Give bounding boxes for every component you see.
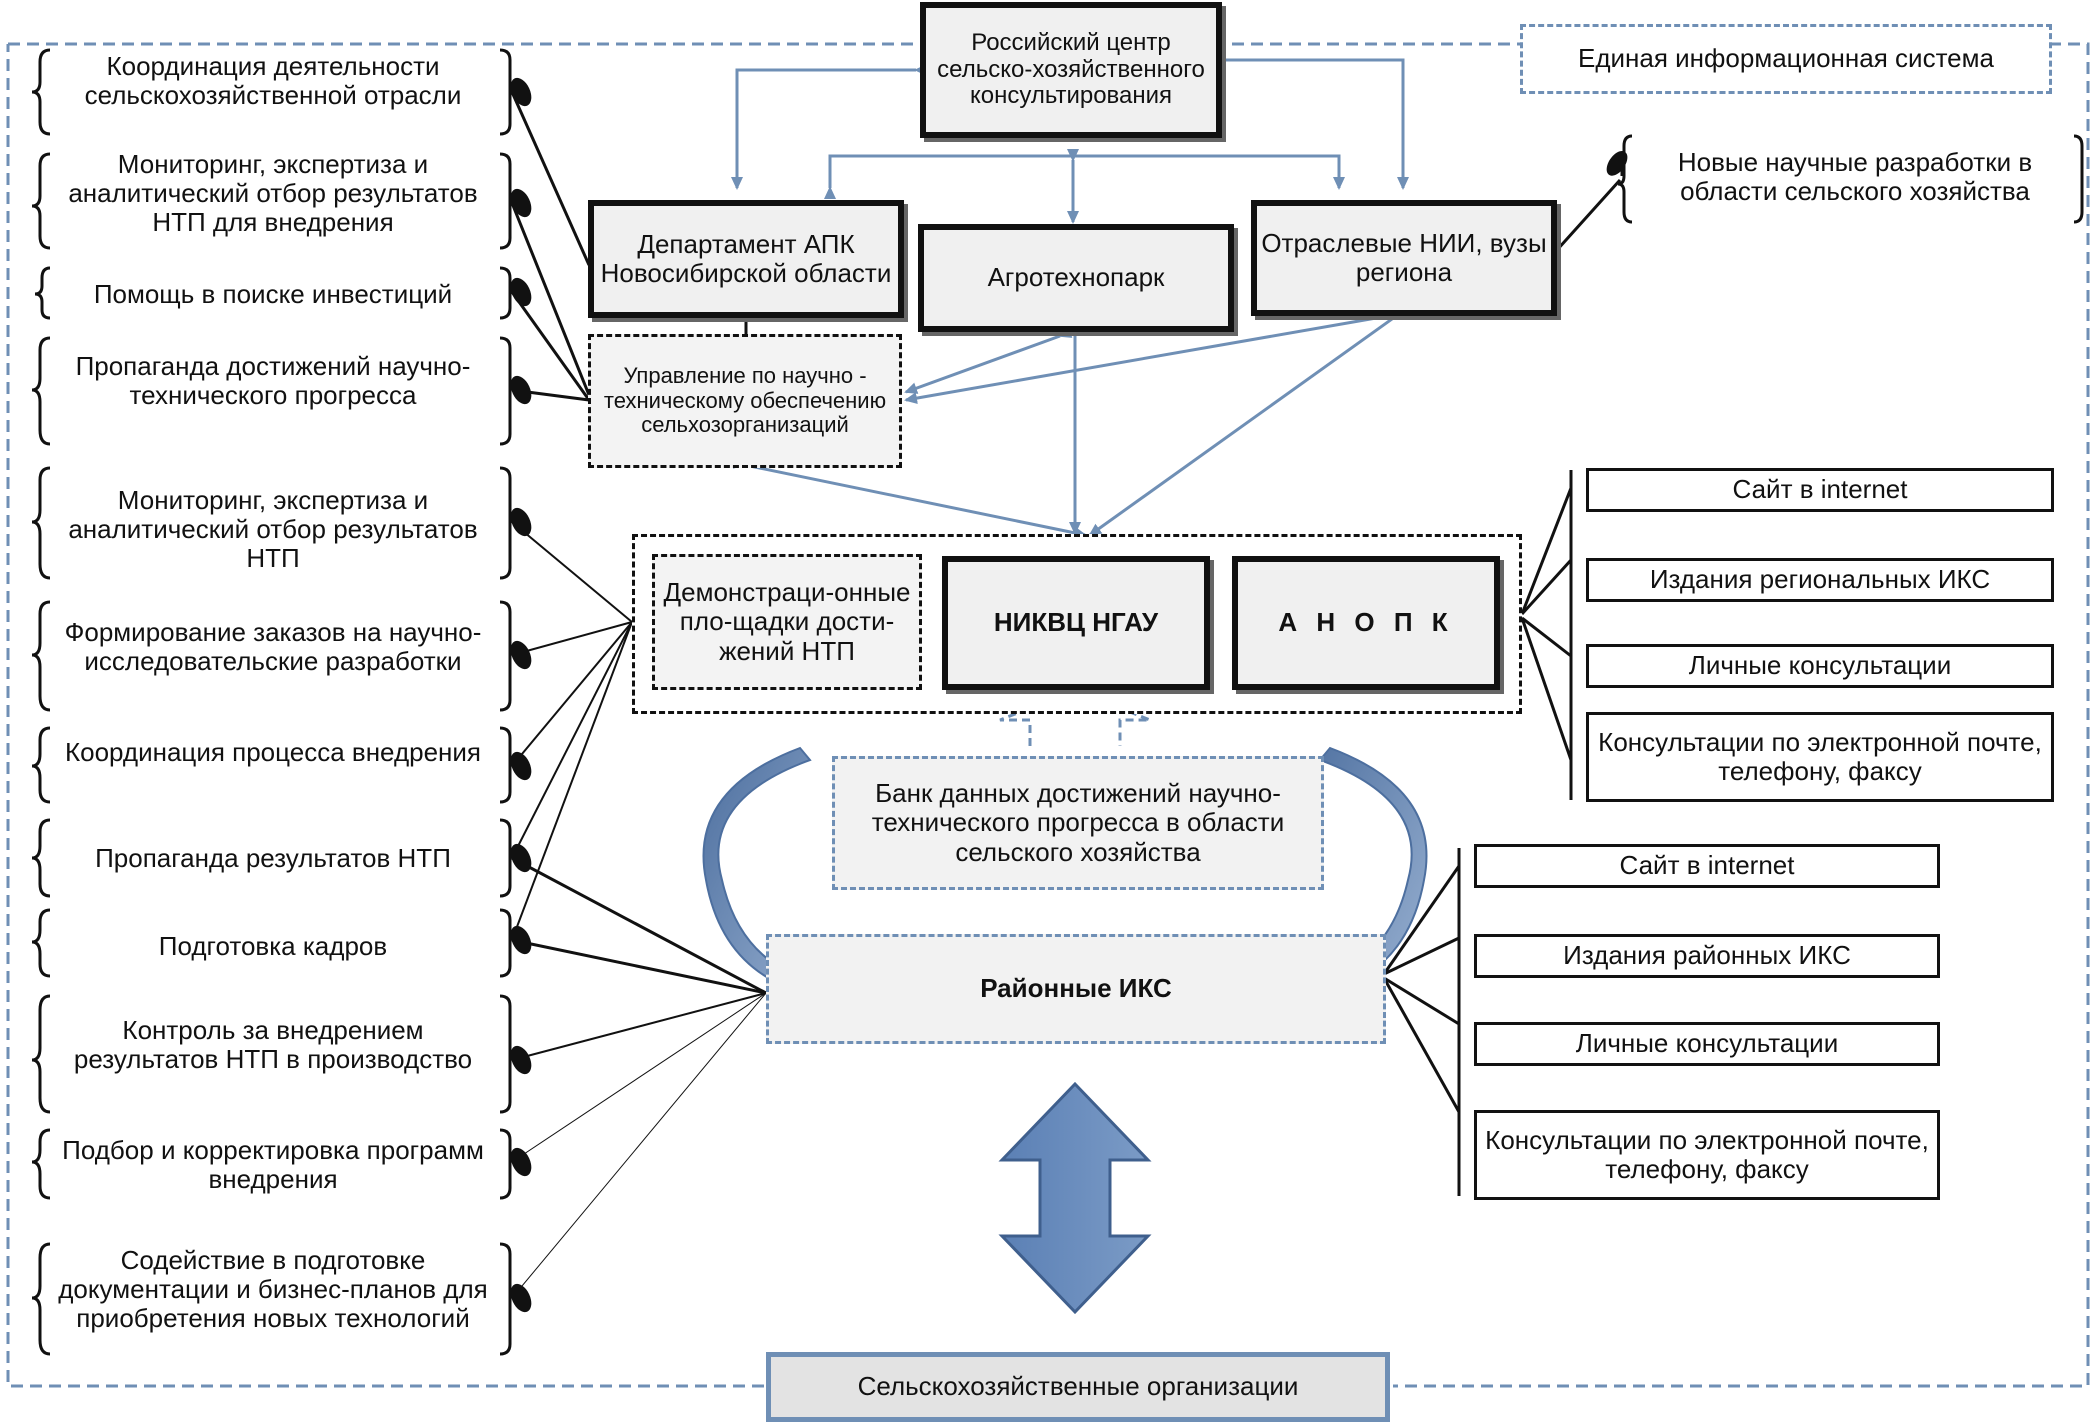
- russian-center-label: Российский центр сельско-хозяйственного …: [937, 28, 1205, 110]
- organizations-box: Сельскохозяйственные организации: [766, 1352, 1390, 1422]
- demo-box: Демонстраци-онные пло-щадки дости-жений …: [652, 554, 922, 690]
- left-function-8: Пропаганда результатов НТП: [95, 843, 451, 873]
- district-channel-3-label: Личные консультации: [1575, 1028, 1839, 1059]
- demo-label: Демонстраци-онные пло-щадки дости-жений …: [663, 577, 911, 666]
- new-developments-label: Новые научные разработки в области сельс…: [1677, 147, 2033, 207]
- left-function-2: Мониторинг, экспертиза и аналитический о…: [68, 149, 478, 238]
- nii-label: Отраслевые НИИ, вузы региона: [1261, 227, 1547, 287]
- left-function-4: Пропаганда достижений научно-техническог…: [75, 351, 471, 411]
- district-channel-1: Сайт в internet: [1474, 844, 1940, 888]
- nii-box: Отраслевые НИИ, вузы региона: [1251, 200, 1557, 316]
- department-label: Департамент АПК Новосибирской области: [600, 228, 892, 288]
- arrow-agro-mgmt: [904, 326, 1073, 394]
- district-channel-3: Личные консультации: [1474, 1022, 1940, 1066]
- district-box: Районные ИКС: [766, 934, 1386, 1044]
- left-function-10: Контроль за внедрением результатов НТП в…: [73, 1015, 473, 1075]
- arrow-center-department: [731, 64, 927, 190]
- russian-center-box: Российский центр сельско-хозяйственного …: [920, 2, 1222, 138]
- regional-channel-1: Сайт в internet: [1586, 468, 2054, 512]
- regional-channel-4-label: Консультации по электронной почте, телеф…: [1598, 726, 2042, 786]
- organizations-label: Сельскохозяйственные организации: [857, 1371, 1299, 1402]
- left-function-11: Подбор и корректировка программ внедрени…: [62, 1135, 484, 1195]
- info-system-box: Единая информационная система: [1520, 24, 2052, 94]
- left-function-5: Мониторинг, экспертиза и аналитический о…: [68, 485, 478, 574]
- databank-box: Банк данных достижений научно-техническо…: [832, 756, 1324, 890]
- agrotechnopark-label: Агротехнопарк: [987, 262, 1165, 293]
- management-label: Управление по научно - техническому обес…: [603, 363, 887, 438]
- info-system-label: Единая информационная система: [1578, 43, 1994, 74]
- district-channel-2: Издания районных ИКС: [1474, 934, 1940, 978]
- arrow-center-nii: [1214, 54, 1409, 190]
- left-function-9: Подготовка кадров: [158, 931, 388, 961]
- regional-channel-3: Личные консультации: [1586, 644, 2054, 688]
- district-channel-4: Консультации по электронной почте, телеф…: [1474, 1110, 1940, 1200]
- anopk-box: А Н О П К: [1232, 556, 1500, 690]
- regional-channel-3-label: Личные консультации: [1688, 650, 1952, 681]
- nikvc-box: НИКВЦ НГАУ: [942, 556, 1210, 690]
- district-channel-4-label: Консультации по электронной почте, телеф…: [1485, 1124, 1929, 1184]
- management-box: Управление по научно - техническому обес…: [588, 334, 902, 468]
- regional-channel-1-label: Сайт в internet: [1732, 474, 1908, 505]
- left-function-7: Координация процесса внедрения: [64, 737, 481, 767]
- left-function-3: Помощь в поиске инвестиций: [93, 279, 453, 309]
- department-box: Департамент АПК Новосибирской области: [588, 200, 904, 318]
- regional-channel-4: Консультации по электронной почте, телеф…: [1586, 712, 2054, 802]
- regional-channel-2-label: Издания региональных ИКС: [1649, 564, 1991, 595]
- arrow-bracket: [824, 154, 1345, 199]
- left-function-1: Координация деятельности сельскохозяйств…: [84, 51, 462, 111]
- nikvc-label: НИКВЦ НГАУ: [993, 607, 1159, 638]
- left-function-6: Формирование заказов на научно-исследова…: [64, 617, 482, 677]
- agrotechnopark-box: Агротехнопарк: [918, 224, 1234, 332]
- databank-label: Банк данных достижений научно-техническо…: [871, 778, 1285, 867]
- arrow-nii-mgmt: [904, 306, 1411, 405]
- district-label: Районные ИКС: [980, 973, 1172, 1004]
- district-org-double-arrow: [998, 1081, 1152, 1315]
- district-channel-2-label: Издания районных ИКС: [1563, 940, 1851, 971]
- connector-nii-new: [1555, 178, 1622, 252]
- anopk-label: А Н О П К: [1278, 607, 1454, 638]
- district-channel-1-label: Сайт в internet: [1619, 850, 1795, 881]
- regional-channel-2: Издания региональных ИКС: [1586, 558, 2054, 602]
- left-function-12: Содействие в подготовке документации и б…: [58, 1245, 488, 1334]
- arrow-mgmt-regional: [733, 456, 1087, 539]
- arrow-nii-regional: [1088, 312, 1400, 537]
